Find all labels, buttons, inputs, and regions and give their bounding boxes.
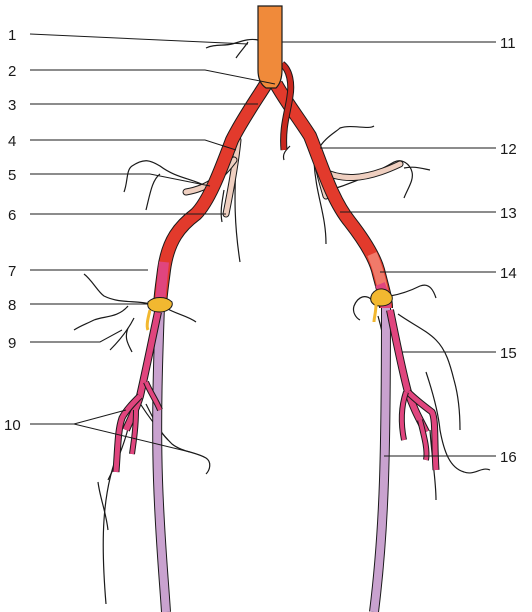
label-3: 3 <box>8 97 16 114</box>
label-10: 10 <box>4 417 21 434</box>
groin-patches <box>147 289 392 330</box>
label-16: 16 <box>500 449 517 466</box>
leader-9 <box>30 330 122 342</box>
label-2: 2 <box>8 63 16 80</box>
label-12: 12 <box>500 141 517 158</box>
leader-5 <box>30 174 210 186</box>
label-5: 5 <box>8 167 16 184</box>
label-4: 4 <box>8 133 16 150</box>
label-7: 7 <box>8 263 16 280</box>
label-1: 1 <box>8 27 16 44</box>
label-11: 11 <box>500 35 516 52</box>
label-13: 13 <box>500 205 517 222</box>
aorta <box>258 6 282 88</box>
leader-4 <box>30 140 236 150</box>
femoral-vessels <box>116 306 436 612</box>
label-15: 15 <box>500 345 517 362</box>
leader-1 <box>30 34 248 44</box>
leader-2 <box>30 70 275 84</box>
labels-left: 1 2 3 4 5 6 7 8 9 10 <box>4 27 21 434</box>
labels-right: 11 12 13 14 15 16 <box>500 35 517 466</box>
iliac-arteries <box>160 64 386 308</box>
label-9: 9 <box>8 335 16 352</box>
label-8: 8 <box>8 297 16 314</box>
label-6: 6 <box>8 207 16 224</box>
label-14: 14 <box>500 265 517 282</box>
